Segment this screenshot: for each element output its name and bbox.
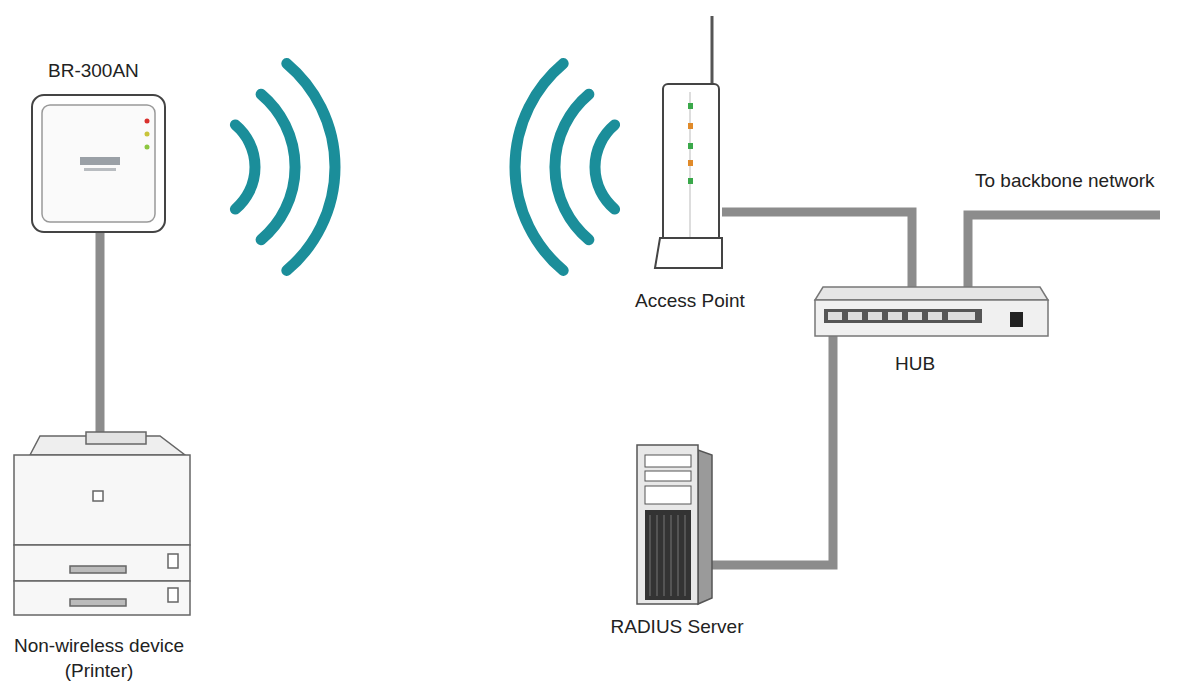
cable-connector [712,336,833,565]
wireless-waves [235,64,614,271]
device-node: Access Point [655,15,722,268]
server-tower [637,445,712,604]
device-label: BR-300AN [48,58,168,83]
device-node: HUB [815,287,1048,336]
cable-connector [96,232,105,432]
device-label: Non-wireless device (Printer) [0,633,204,683]
network-hub [815,287,1048,336]
device-node: RADIUS Server [637,445,712,604]
printer [14,432,190,615]
network-label: To backbone network [975,168,1155,193]
access-point [655,16,722,268]
device-node: BR-300AN [28,58,165,232]
device-node: Non-wireless device (Printer) [14,432,190,615]
cable-connector [722,212,912,287]
device-label: HUB [895,351,975,376]
device-label: RADIUS Server [577,614,777,639]
device-label: Access Point [635,288,775,313]
bridge-device [32,95,165,232]
